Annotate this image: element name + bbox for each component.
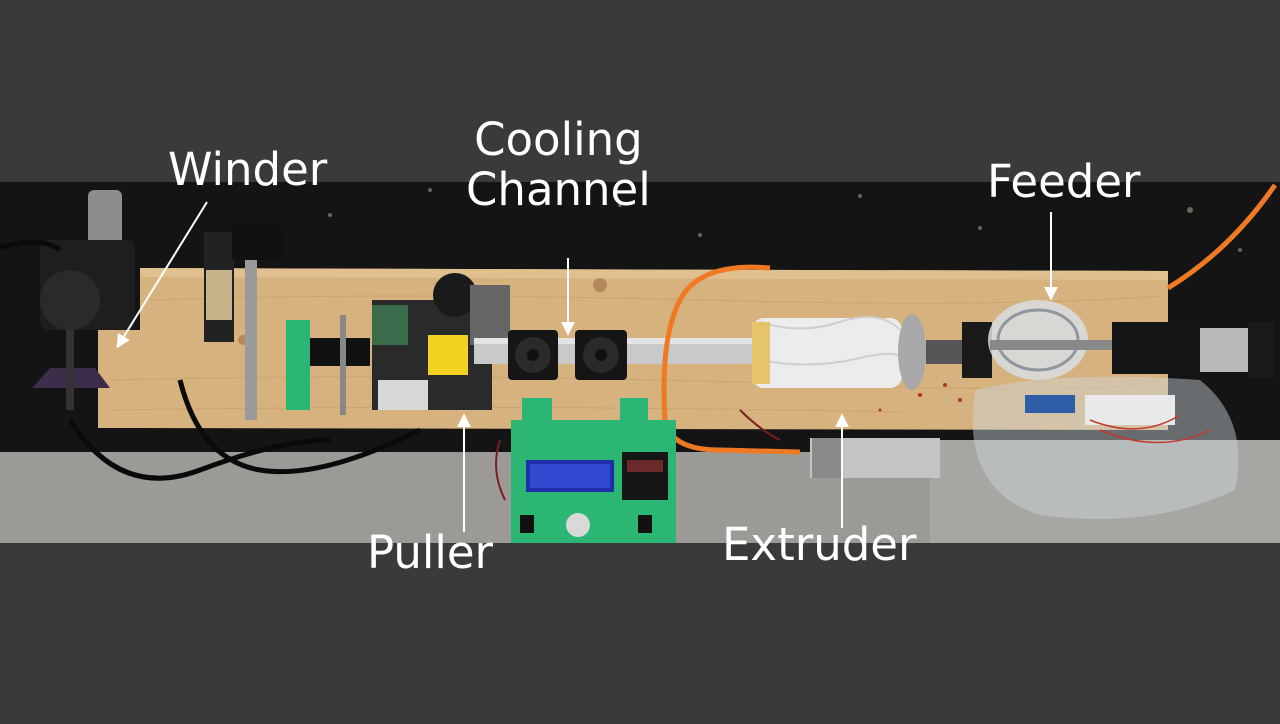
bottom-dark-band	[0, 543, 1280, 724]
winder-label: Winder	[168, 143, 328, 196]
orange-cable	[661, 264, 801, 455]
cooling-label-line2: Channel	[466, 163, 651, 217]
cooling-label-line1: Cooling	[474, 113, 643, 166]
extruder-label: Extruder	[722, 518, 917, 571]
winder-motor	[88, 190, 122, 250]
extrusion-machine-photo	[0, 182, 1280, 543]
extruder-barrel	[752, 318, 902, 388]
feeder-motor	[1112, 322, 1200, 374]
puller-label: Puller	[367, 526, 494, 579]
cooling-channel-label: Cooling Channel	[466, 113, 651, 217]
controller-knob	[566, 513, 590, 537]
controller-pid	[622, 452, 668, 500]
top-dark-band	[0, 0, 1280, 182]
feeder-label: Feeder	[987, 155, 1141, 208]
